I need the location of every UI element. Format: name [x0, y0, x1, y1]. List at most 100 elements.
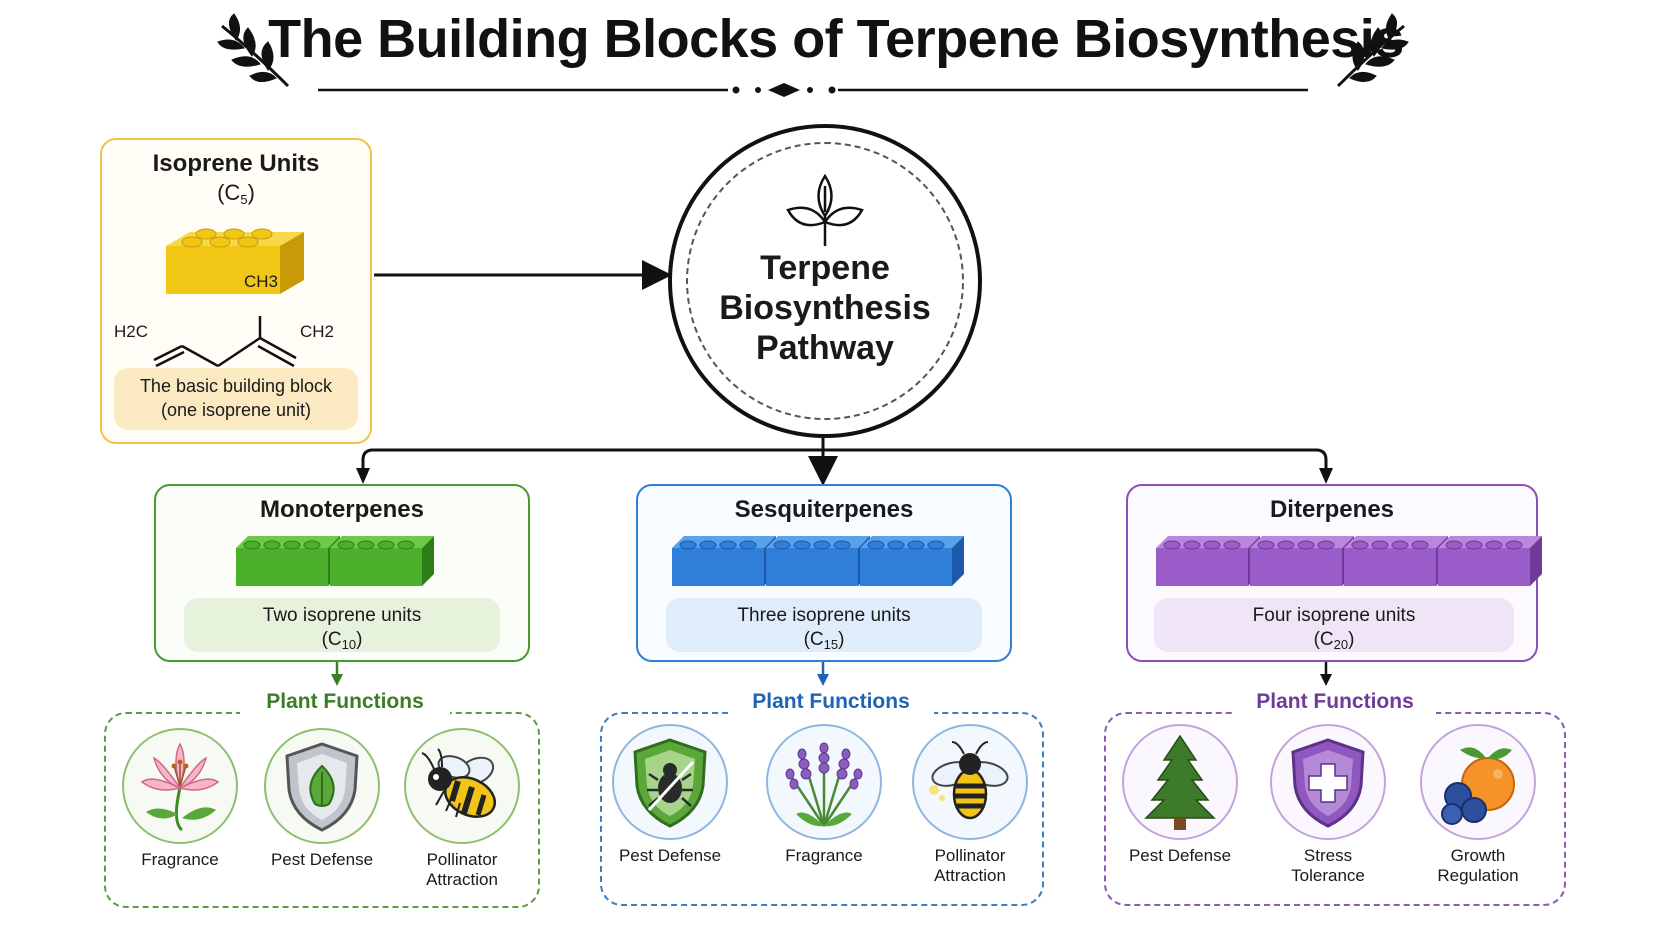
h2c-label: H2C: [114, 322, 149, 341]
brick-row-svg: [236, 536, 434, 586]
fn-label-line1: Fragrance: [785, 846, 863, 865]
isoprene-brick: [330, 536, 434, 586]
pathway-label: Terpene Biosynthesis Pathway: [672, 248, 978, 368]
units-pill: Three isoprene units (C15): [666, 598, 982, 652]
sprout-icon: [786, 173, 864, 246]
fn-icon-circle: [404, 728, 520, 844]
class-name: Diterpenes: [1269, 496, 1395, 523]
pathway-line2: Biosynthesis: [719, 289, 931, 327]
fn-label-line1: Pollinator: [426, 850, 498, 869]
formula-c: (C: [321, 629, 342, 650]
cross-shield-icon: [1291, 738, 1365, 828]
diterp-functions-title: Plant Functions: [1234, 690, 1436, 714]
fn-label: Pest Defense: [606, 846, 734, 866]
fn-label-line2: Attraction: [426, 870, 498, 889]
units-formula: (C10): [184, 628, 500, 657]
isoprene-brick: [1156, 536, 1260, 586]
pathway-line1: Terpene: [760, 249, 890, 287]
units-pill: Four isoprene units (C20): [1154, 598, 1514, 652]
formula-close: ): [838, 629, 845, 650]
fn-label-line1: Pest Defense: [618, 846, 722, 865]
sesquiterpenes-box: Sesquiterpenes Three isoprene units (C15…: [636, 484, 1012, 662]
units-text: Four isoprene units: [1252, 605, 1416, 626]
formula-close: ): [356, 629, 363, 650]
fn-icon-circle: [122, 728, 238, 844]
sesqui-functions-title: Plant Functions: [728, 690, 934, 714]
fn-label-line1: Fragrance: [141, 850, 219, 869]
isoprene-brick: [1438, 536, 1542, 586]
formula-subscript: 10: [341, 637, 357, 652]
blue-brick-row: [672, 530, 970, 599]
ch2-label: CH2: [300, 322, 335, 341]
title-divider: [318, 83, 1308, 97]
caption-line2: (one isoprene unit): [160, 400, 312, 420]
lavender-icon: [785, 742, 863, 827]
class-name: Monoterpenes: [259, 496, 424, 523]
brick-row-svg: [672, 536, 964, 586]
units-formula: (C15): [666, 628, 982, 657]
isoprene-brick: [1344, 536, 1448, 586]
purple-brick-row: [1156, 530, 1548, 599]
fn-label-line2: Tolerance: [1291, 866, 1365, 885]
isoprene-structure: [153, 316, 297, 368]
monoterpenes-box: Monoterpenes Two isoprene units (C10): [154, 484, 530, 662]
fn-label-line2: Regulation: [1437, 866, 1519, 885]
function-pest-defense: Pest Defense: [258, 728, 386, 870]
fn-label-line1: Pest Defense: [270, 850, 374, 869]
function-fragrance: Fragrance: [116, 728, 244, 870]
fn-label: Fragrance: [116, 850, 244, 870]
units-text: Two isoprene units: [262, 605, 422, 626]
bug-shield-icon: [633, 738, 707, 828]
formula-close: ): [1348, 629, 1355, 650]
fn-label-line1: Growth: [1450, 846, 1506, 865]
bee-icon: [929, 741, 1009, 820]
function-fragrance: Fragrance: [760, 724, 888, 866]
isoprene-brick: [236, 536, 340, 586]
fn-icon-circle: [1122, 724, 1238, 840]
pine-tree-icon: [1144, 734, 1216, 830]
formula-c: (C: [217, 180, 241, 205]
fn-icon-circle: [1420, 724, 1536, 840]
ch3-label: CH3: [244, 272, 279, 291]
isoprene-brick: [1250, 536, 1354, 586]
diterpenes-box: Diterpenes Four isoprene units (C20): [1126, 484, 1542, 662]
isoprene-formula: (C5): [102, 180, 370, 207]
isoprene-box: Isoprene Units (C5) CH3 H2C CH2 The basi…: [100, 138, 372, 444]
formula-subscript: 20: [1333, 637, 1349, 652]
function-pest-defense: Pest Defense: [1116, 724, 1244, 866]
fn-label-line2: Attraction: [934, 866, 1006, 885]
leaf-shield-icon: [285, 742, 359, 832]
units-text: Three isoprene units: [737, 605, 911, 626]
fn-icon-circle: [264, 728, 380, 844]
mono-functions-title: Plant Functions: [240, 690, 450, 714]
bee-icon: [421, 748, 497, 818]
fn-icon-circle: [612, 724, 728, 840]
fn-label: Fragrance: [760, 846, 888, 866]
green-brick-row: [236, 530, 440, 599]
function-pest-defense: Pest Defense: [606, 724, 734, 866]
laurel-right-icon: [1336, 13, 1409, 88]
pathway-circle: Terpene Biosynthesis Pathway: [668, 124, 982, 438]
isoprene-caption: The basic building block (one isoprene u…: [114, 368, 358, 430]
isoprene-brick: [766, 536, 870, 586]
fruit-icon: [1441, 747, 1515, 825]
brick-row-svg: [1156, 536, 1542, 586]
formula-subscript: 5: [240, 192, 248, 207]
formula-subscript: 15: [823, 637, 839, 652]
class-name: Sesquiterpenes: [734, 496, 914, 523]
fn-icon-circle: [1270, 724, 1386, 840]
caption-line1: The basic building block: [139, 376, 333, 396]
isoprene-title: Isoprene Units: [152, 150, 320, 177]
page-title: The Building Blocks of Terpene Biosynthe…: [268, 9, 1404, 69]
laurel-left-icon: [217, 13, 290, 88]
fn-label-line1: Pest Defense: [1128, 846, 1232, 865]
fn-icon-circle: [766, 724, 882, 840]
pathway-line3: Pathway: [756, 329, 894, 367]
pathway-inner-ring: [686, 142, 964, 420]
